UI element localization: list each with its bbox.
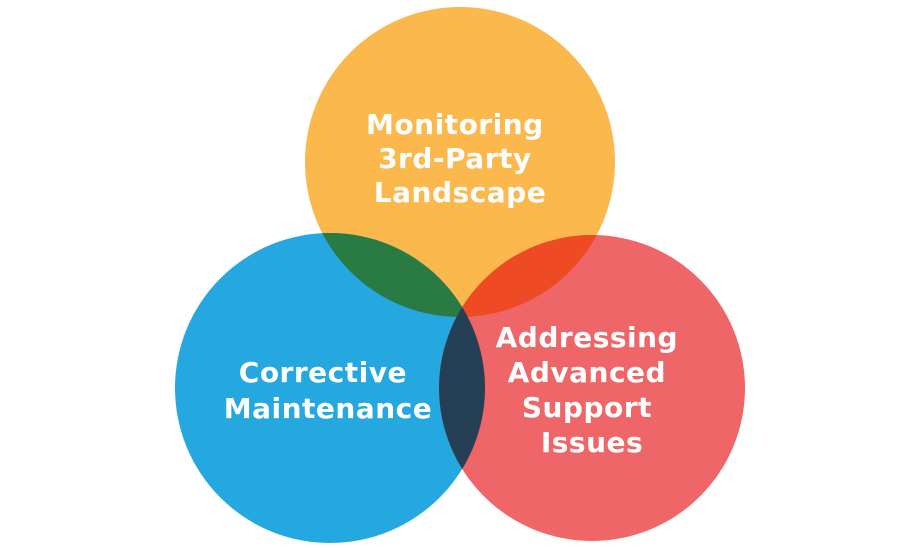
label-corrective: Corrective Maintenance xyxy=(224,356,433,425)
label-line: Landscape xyxy=(374,176,546,209)
label-line: Maintenance xyxy=(224,392,433,425)
label-line: Issues xyxy=(541,426,643,459)
label-line: Corrective xyxy=(239,356,407,389)
label-line: Advanced xyxy=(508,356,666,389)
circle-addressing xyxy=(439,235,745,541)
circle-corrective xyxy=(175,233,485,543)
label-line: Addressing xyxy=(496,321,678,354)
label-addressing: Addressing Advanced Support Issues xyxy=(496,321,689,459)
label-line: 3rd-Party xyxy=(378,142,532,175)
label-monitoring: Monitoring 3rd-Party Landscape xyxy=(366,108,554,209)
label-line: Support xyxy=(522,391,652,424)
circle-monitoring xyxy=(305,7,615,317)
label-line: Monitoring xyxy=(366,108,544,141)
